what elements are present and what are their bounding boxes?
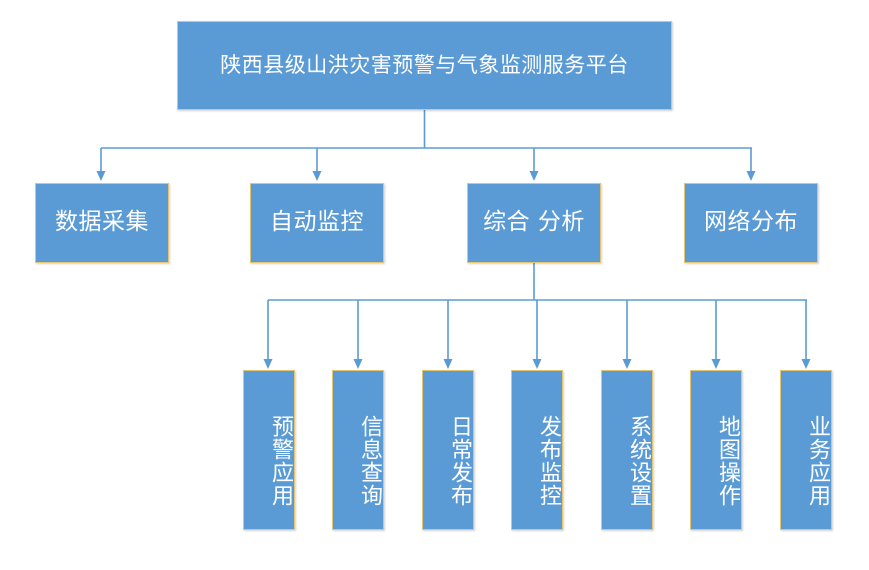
leaf-node-label: 系统设置 <box>626 415 651 507</box>
level2-node-comprehensive-analysis[interactable]: 综合 分析 <box>467 183 601 263</box>
leaf-node-warning-application[interactable]: 预警应用 <box>243 370 295 530</box>
level2-node-label: 数据采集 <box>55 209 149 236</box>
leaf-node-label: 业务应用 <box>805 415 830 507</box>
leaf-node-release-monitoring[interactable]: 发布监控 <box>511 370 563 530</box>
level2-node-label: 综合 分析 <box>483 209 585 236</box>
level2-node-label: 网络分布 <box>704 209 798 236</box>
level2-node-label: 自动监控 <box>270 209 364 236</box>
leaf-node-information-query[interactable]: 信息查询 <box>332 370 384 530</box>
leaf-node-label: 地图操作 <box>715 415 740 507</box>
leaf-node-label: 日常发布 <box>447 415 472 507</box>
level2-node-network-distribution[interactable]: 网络分布 <box>684 183 818 263</box>
leaf-node-business-application[interactable]: 业务应用 <box>780 370 832 530</box>
leaf-node-system-settings[interactable]: 系统设置 <box>601 370 653 530</box>
leaf-node-label: 发布监控 <box>536 415 561 507</box>
leaf-node-daily-release[interactable]: 日常发布 <box>422 370 474 530</box>
leaf-node-label: 预警应用 <box>268 415 293 507</box>
level2-node-auto-monitoring[interactable]: 自动监控 <box>250 183 384 263</box>
root-node-platform[interactable]: 陕西县级山洪灾害预警与气象监测服务平台 <box>177 21 672 110</box>
leaf-node-label: 信息查询 <box>357 415 382 507</box>
leaf-node-map-operation[interactable]: 地图操作 <box>690 370 742 530</box>
root-node-label: 陕西县级山洪灾害预警与气象监测服务平台 <box>220 52 629 77</box>
level2-node-data-collection[interactable]: 数据采集 <box>35 183 169 263</box>
